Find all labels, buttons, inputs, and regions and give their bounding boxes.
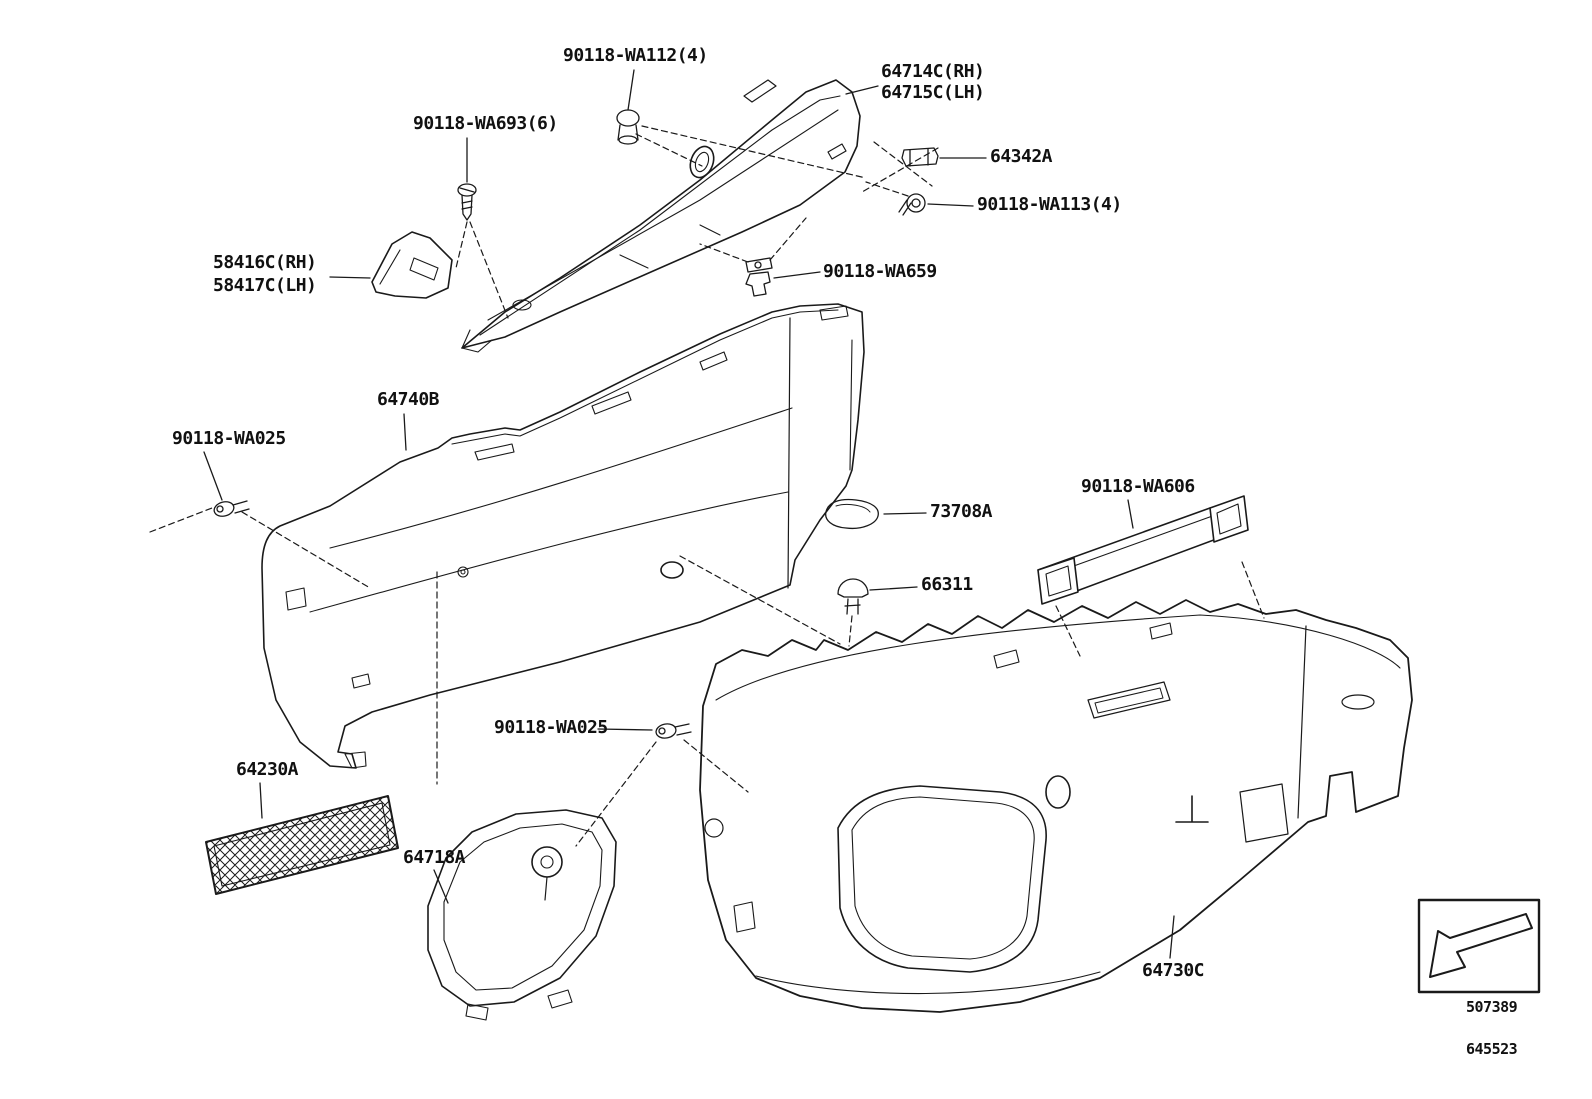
part-label-90118-wa113: 90118-WA113(4) [977, 194, 1122, 215]
part-label-58416c: 58416C(RH) [213, 252, 317, 273]
dashed-alignment-lines [149, 125, 1265, 847]
direction-arrow-box [1417, 898, 1541, 994]
part-label-64730c: 64730C [1142, 960, 1205, 981]
direction-arrow-icon [1429, 913, 1533, 978]
part-label-64740b: 64740B [377, 389, 440, 410]
part-label-64342a: 64342A [990, 146, 1053, 167]
leader-lines [203, 69, 1175, 959]
part-label-66311: 66311 [921, 574, 973, 595]
direction-box-code: 507389 [1466, 998, 1518, 1016]
clip-90118-wa659-icon [745, 257, 773, 297]
panel-64714c-drawing [461, 79, 861, 353]
clip-64342a-icon [901, 147, 939, 167]
part-label-90118-wa606: 90118-WA606 [1081, 476, 1195, 497]
net-64230a-drawing [205, 795, 399, 895]
part-label-90118-wa659: 90118-WA659 [823, 261, 937, 282]
screw-90118-wa693-icon [457, 183, 477, 221]
clip-90118-wa112-icon [616, 109, 640, 145]
cap-73708a-icon [825, 498, 879, 530]
panel-64740b-drawing [261, 303, 865, 769]
figure-number: 645523 [1466, 1040, 1518, 1058]
bracket-58416c-drawing [371, 231, 453, 299]
strip-90118-wa606-drawing [1037, 495, 1249, 605]
screw-90118-wa113-icon [898, 193, 926, 216]
part-label-64230a: 64230A [236, 759, 299, 780]
clip-66311-icon [837, 578, 869, 615]
part-label-90118-wa025-2: 90118-WA025 [494, 717, 608, 738]
part-label-73708a: 73708A [930, 501, 993, 522]
panel-64718a-drawing [427, 809, 617, 1021]
clip-90118-wa025-1-icon [213, 500, 250, 517]
part-label-64715c: 64715C(LH) [881, 82, 985, 103]
panel-64730c-drawing [699, 599, 1413, 1013]
part-label-64718a: 64718A [403, 847, 466, 868]
part-label-90118-wa025-1: 90118-WA025 [172, 428, 286, 449]
part-label-90118-wa112: 90118-WA112(4) [563, 45, 708, 66]
part-label-90118-wa693: 90118-WA693(6) [413, 113, 558, 134]
part-label-64714c: 64714C(RH) [881, 61, 985, 82]
part-label-58417c: 58417C(LH) [213, 275, 317, 296]
clip-90118-wa025-2-icon [655, 723, 692, 739]
